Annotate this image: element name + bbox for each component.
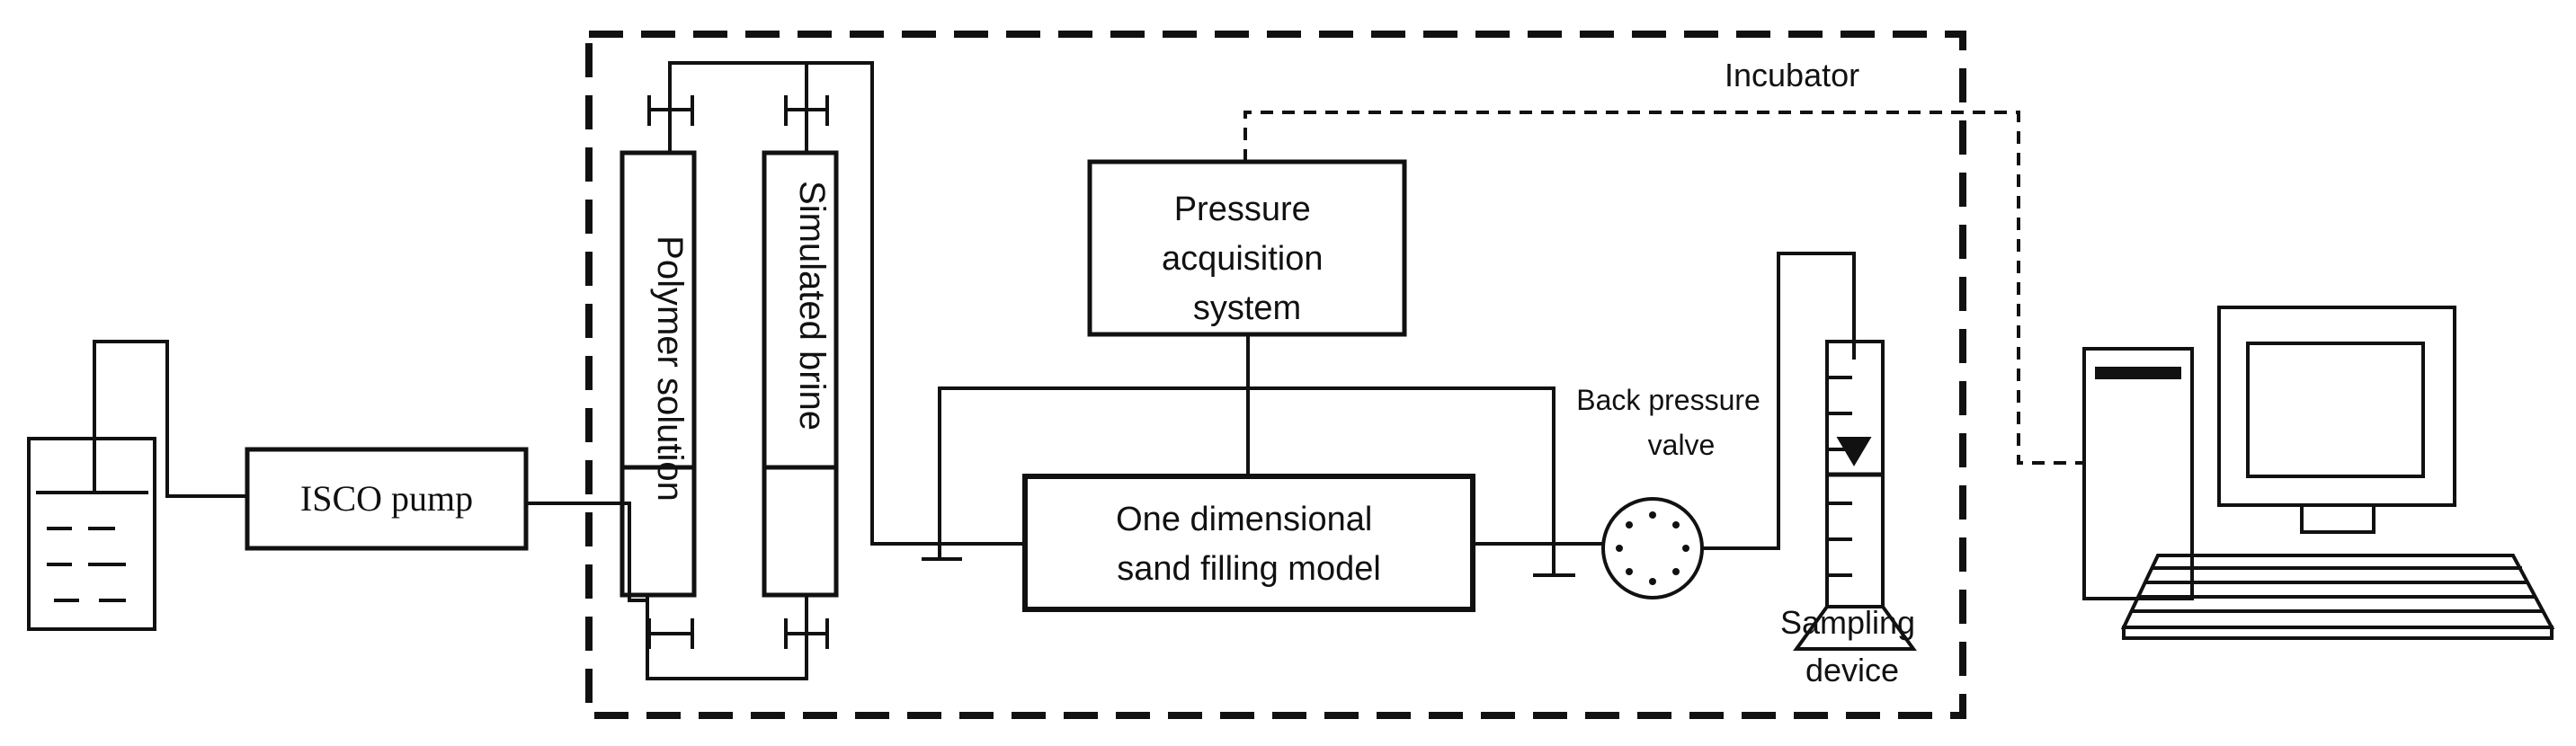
sampling-pipe	[1702, 252, 1856, 550]
tank-suction-pipe	[93, 340, 247, 498]
back-pressure-valve-label: Back pressure valve	[1576, 384, 1768, 461]
simulated-brine-label: Simulated brine	[792, 181, 832, 431]
sampling-device-label: Sampling device	[1780, 604, 1924, 688]
model-outlet-valve	[1533, 530, 1575, 577]
back-pressure-valve-holes	[1616, 511, 1689, 585]
simulated-brine-container	[762, 150, 839, 598]
computer-monitor	[2217, 306, 2456, 534]
sand-model-box	[1022, 474, 1475, 612]
valve-top-brine	[784, 95, 829, 126]
bottom-manifold-pipe	[646, 593, 808, 680]
incubator-boundary	[585, 31, 1966, 719]
polymer-solution-label: Polymer solution	[650, 235, 690, 502]
isco-pump-label: ISCO pump	[300, 478, 473, 519]
incubator-label: Incubator	[1725, 57, 1859, 93]
valve-bottom-polymer	[647, 618, 694, 649]
data-cable	[1243, 111, 2084, 465]
model-inlet-valve	[922, 517, 962, 561]
valve-bottom-brine	[784, 618, 829, 649]
top-manifold-pipe	[668, 61, 1025, 546]
computer-tower	[2082, 347, 2194, 600]
pressure-acquisition-label: Pressure acquisition system	[1162, 191, 1333, 327]
polymer-solution-container	[619, 150, 697, 598]
sand-model-label: One dimensional sand filling model	[1116, 501, 1382, 588]
valve-top-polymer	[647, 95, 694, 126]
sampling-device	[1793, 340, 1917, 651]
computer-keyboard	[2120, 554, 2555, 640]
pump-outlet-pipe	[526, 502, 647, 602]
liquid-tank	[27, 437, 156, 631]
isco-pump-box	[245, 447, 529, 551]
